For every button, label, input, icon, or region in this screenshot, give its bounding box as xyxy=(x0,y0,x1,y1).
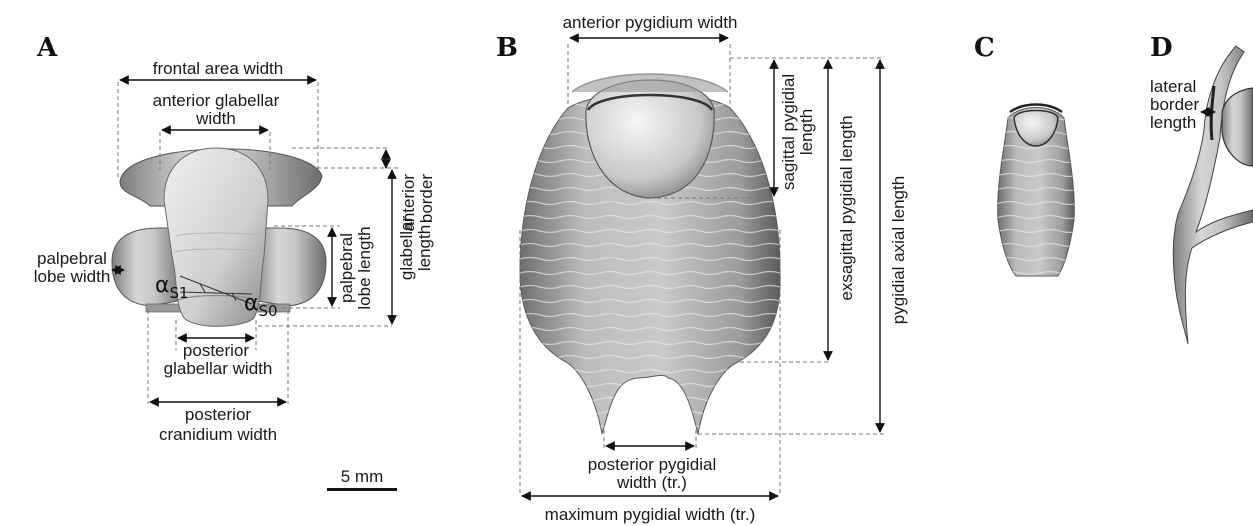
panel-label-c: C xyxy=(974,33,995,63)
label-posterior-pygidial-width-2: width (tr.) xyxy=(616,473,687,492)
label-alpha-s0: αS0 xyxy=(244,291,278,320)
scale-bar-label: 5 mm xyxy=(341,467,384,486)
panel-label-d: D xyxy=(1150,33,1173,63)
label-palpebral-lobe-width-2: lobe width xyxy=(34,267,111,286)
label-maximum-pygidial-width: maximum pygidial width (tr.) xyxy=(545,505,756,524)
label-posterior-cranidium-width-2: cranidium width xyxy=(159,425,277,444)
label-exsagittal-pygidial-length: exsagittal pygidial length xyxy=(837,115,856,300)
label-posterior-cranidium-width-1: posterior xyxy=(185,405,251,424)
label-posterior-pygidial-width-1: posterior pygidial xyxy=(588,455,717,474)
label-anterior-glabellar-width-2: width xyxy=(195,109,236,128)
panel-label-a: A xyxy=(36,33,58,63)
label-posterior-glabellar-width-2: glabellar width xyxy=(164,359,273,378)
label-glabellar-length-1: glabellar xyxy=(397,216,416,281)
label-palpebral-lobe-length-2: lobe length xyxy=(355,226,374,309)
label-anterior-pygidium-width: anterior pygidium width xyxy=(563,13,738,32)
scale-bar xyxy=(327,488,397,491)
label-posterior-glabellar-width-1: posterior xyxy=(183,341,249,360)
label-lateral-border-length-1: lateral xyxy=(1150,77,1196,96)
label-frontal-area-width: frontal area width xyxy=(153,59,283,78)
label-sagittal-pygidial-length-2: length xyxy=(797,109,816,155)
panel-b-guides xyxy=(519,44,884,494)
label-anterior-border-2: border xyxy=(417,174,436,223)
label-palpebral-lobe-length-1: palpebral xyxy=(337,233,356,303)
pygidium-lateral-view-image xyxy=(1172,45,1253,345)
small-pygidium-image xyxy=(997,103,1075,277)
pygidium-image xyxy=(519,73,781,435)
label-palpebral-lobe-width-1: palpebral xyxy=(37,249,107,268)
label-glabellar-length-2: length xyxy=(415,225,434,271)
panel-a-arrows xyxy=(111,75,397,407)
label-lateral-border-length-2: border xyxy=(1150,95,1199,114)
label-pygidial-axial-length: pygidial axial length xyxy=(889,176,908,324)
panel-label-b: B xyxy=(496,33,518,63)
cranidium-image xyxy=(111,147,327,327)
panel-b-arrows xyxy=(521,33,885,501)
label-anterior-border-1: anterior xyxy=(399,174,418,232)
label-anterior-glabellar-width-1: anterior glabellar xyxy=(153,91,280,110)
label-alpha-s1: αS1 xyxy=(155,273,189,302)
label-lateral-border-length-3: length xyxy=(1150,113,1196,132)
label-sagittal-pygidial-length-1: sagittal pygidial xyxy=(779,74,798,190)
